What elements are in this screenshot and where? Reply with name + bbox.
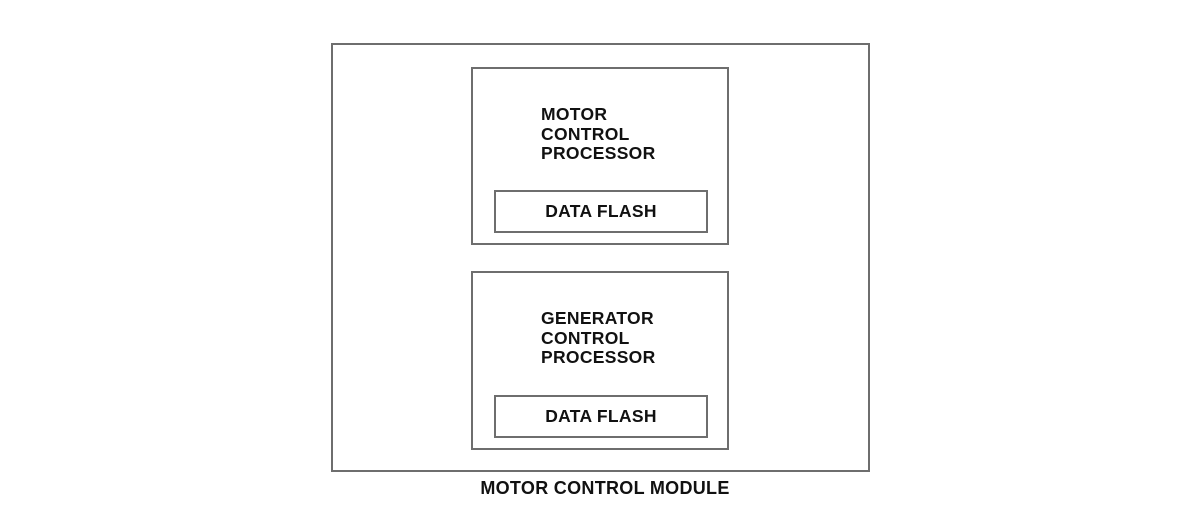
processor-label-line: CONTROL [541, 327, 630, 348]
motor-data-flash-label: DATA FLASH [545, 201, 657, 221]
generator-data-flash-label: DATA FLASH [545, 406, 657, 426]
motor-data-flash-box: DATA FLASH [494, 190, 708, 233]
generator-control-processor-label: GENERATOR CONTROL PROCESSOR [541, 308, 656, 368]
generator-control-processor-box: GENERATOR CONTROL PROCESSOR DATA FLASH [471, 271, 729, 450]
motor-control-processor-box: MOTOR CONTROL PROCESSOR DATA FLASH [471, 67, 729, 245]
processor-label-line: CONTROL [541, 123, 630, 144]
processor-label-line: PROCESSOR [541, 143, 656, 163]
processor-label-line: PROCESSOR [541, 347, 656, 367]
processor-label-line: GENERATOR [541, 308, 654, 328]
generator-data-flash-box: DATA FLASH [494, 395, 708, 438]
module-caption: MOTOR CONTROL MODULE [480, 478, 730, 498]
processor-label-line: MOTOR [541, 104, 608, 124]
motor-control-processor-label: MOTOR CONTROL PROCESSOR [541, 104, 656, 164]
